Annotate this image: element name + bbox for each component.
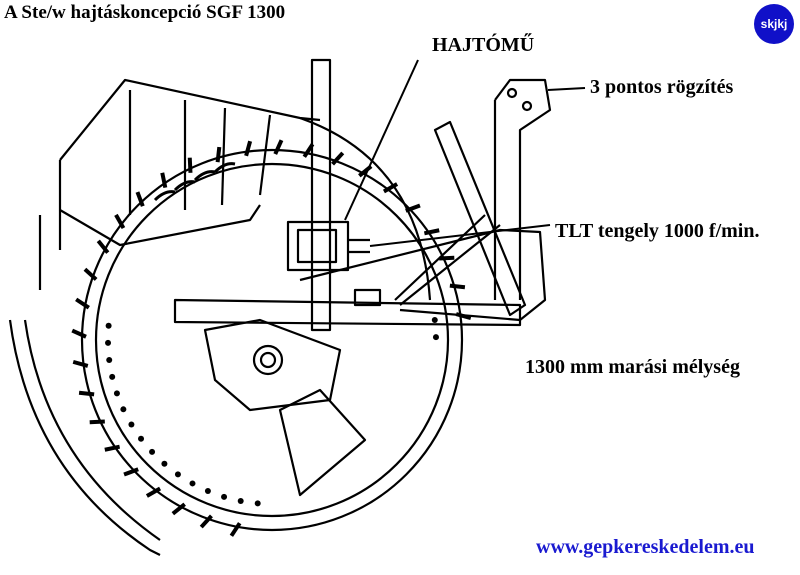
gearbox (286, 220, 350, 272)
wheel-hole (106, 356, 113, 363)
wheel-tooth (423, 228, 440, 236)
wheel-hole (431, 317, 438, 324)
label-cutting-depth: 1300 mm marási mélység (525, 356, 740, 378)
wheel-hole (149, 448, 156, 455)
website-link[interactable]: www.gepkereskedelem.eu (536, 536, 755, 558)
wheel-tooth (302, 143, 315, 158)
wheel-hole (109, 373, 116, 380)
diagram-title: A Ste/w hajtáskoncepció SGF 1300 (4, 2, 286, 23)
wheel-tooth (215, 146, 222, 163)
wheel-hole (237, 497, 244, 504)
wheel-hole (105, 322, 112, 329)
wheel-tooth (135, 191, 145, 207)
wheel-hole (105, 339, 112, 346)
hitch-bracket (494, 78, 552, 300)
wheel-tooth (439, 255, 455, 261)
wheel-tooth (123, 467, 139, 477)
wheel-tooth (244, 140, 253, 157)
hopper-body (59, 78, 321, 161)
wheel-tooth (273, 139, 284, 155)
wheel-tooth (96, 239, 110, 254)
wheel-tooth (71, 328, 87, 339)
wheel-hole (113, 390, 120, 397)
wheel-tooth (358, 164, 373, 178)
wheel-tooth (78, 390, 95, 397)
logo-badge: skjkj (754, 4, 794, 44)
label-pto-shaft: TLT tengely 1000 f/min. (555, 220, 760, 242)
wheel-tooth (160, 172, 168, 189)
wheel-tooth (382, 182, 399, 194)
wheel-tooth (75, 297, 90, 310)
wheel-tooth (114, 213, 126, 230)
wheel-tooth (104, 444, 121, 452)
wheel-hole (120, 406, 127, 413)
wheel-hole (189, 480, 196, 487)
wheel-hole (254, 500, 261, 507)
wheel-tooth (455, 312, 472, 321)
cutting-wheel (80, 148, 464, 532)
wheel-hole (128, 421, 135, 428)
wheel-tooth (405, 203, 421, 213)
label-gearbox: HAJTÓMŰ (432, 34, 535, 56)
wheel-tooth (229, 522, 242, 537)
label-three-point-hitch: 3 pontos rögzítés (590, 76, 734, 98)
wheel-tooth (83, 267, 98, 281)
wheel-tooth (199, 514, 213, 529)
wheel-tooth (89, 419, 105, 425)
wheel-tooth (331, 151, 345, 166)
wheel-hole (138, 435, 145, 442)
wheel-hole (174, 471, 181, 478)
wheel-hole (221, 493, 228, 500)
wheel-hole (204, 487, 211, 494)
wheel-tooth (72, 359, 89, 368)
wheel-tooth (187, 157, 193, 173)
wheel-tooth (171, 502, 186, 516)
wheel-hole (432, 334, 439, 341)
wheel-hole (161, 460, 168, 467)
wheel-tooth (449, 283, 466, 290)
wheel-tooth (145, 486, 162, 498)
